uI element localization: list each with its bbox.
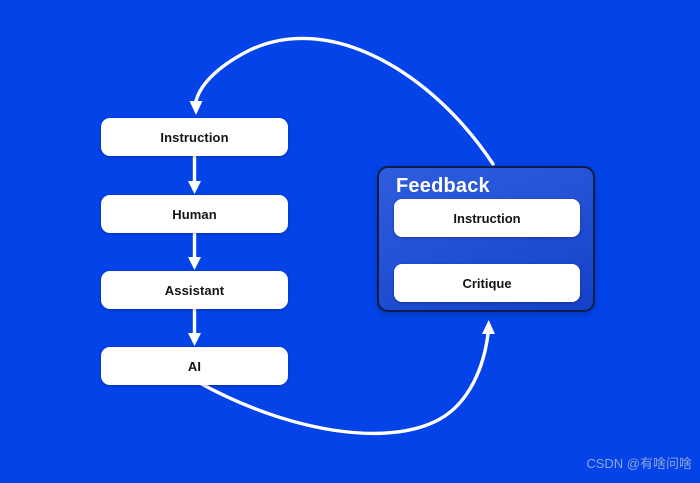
feedback-panel: Feedback Instruction Critique [377,166,595,312]
flow-box-human: Human [101,195,288,233]
feedback-panel-title: Feedback [396,175,490,197]
flow-box-instruction: Instruction [101,118,288,156]
arrowhead-human-to-assistant [188,257,201,270]
feedback-box-critique-label: Critique [462,275,512,291]
feedback-box-instruction: Instruction [394,199,580,237]
flow-box-assistant-label: Assistant [164,282,225,298]
arrowhead-instruction-to-human [188,181,201,194]
arrowhead-feedback-to-instruction-loop [189,101,203,115]
flow-box-ai: AI [101,347,288,385]
feedback-box-critique: Critique [394,264,580,302]
flow-box-ai-label: AI [187,358,202,374]
flow-box-assistant: Assistant [101,271,288,309]
flow-box-human-label: Human [172,206,217,222]
arrow-ai-to-feedback-loop [196,332,490,436]
arrowhead-assistant-to-ai [188,333,201,346]
feedback-box-instruction-label: Instruction [453,210,521,226]
arrow-feedback-to-instruction-loop [194,36,495,166]
flow-box-instruction-label: Instruction [160,129,229,145]
arrowhead-ai-to-feedback-loop [482,320,495,334]
watermark: CSDN @有啥问啥 [586,456,692,471]
